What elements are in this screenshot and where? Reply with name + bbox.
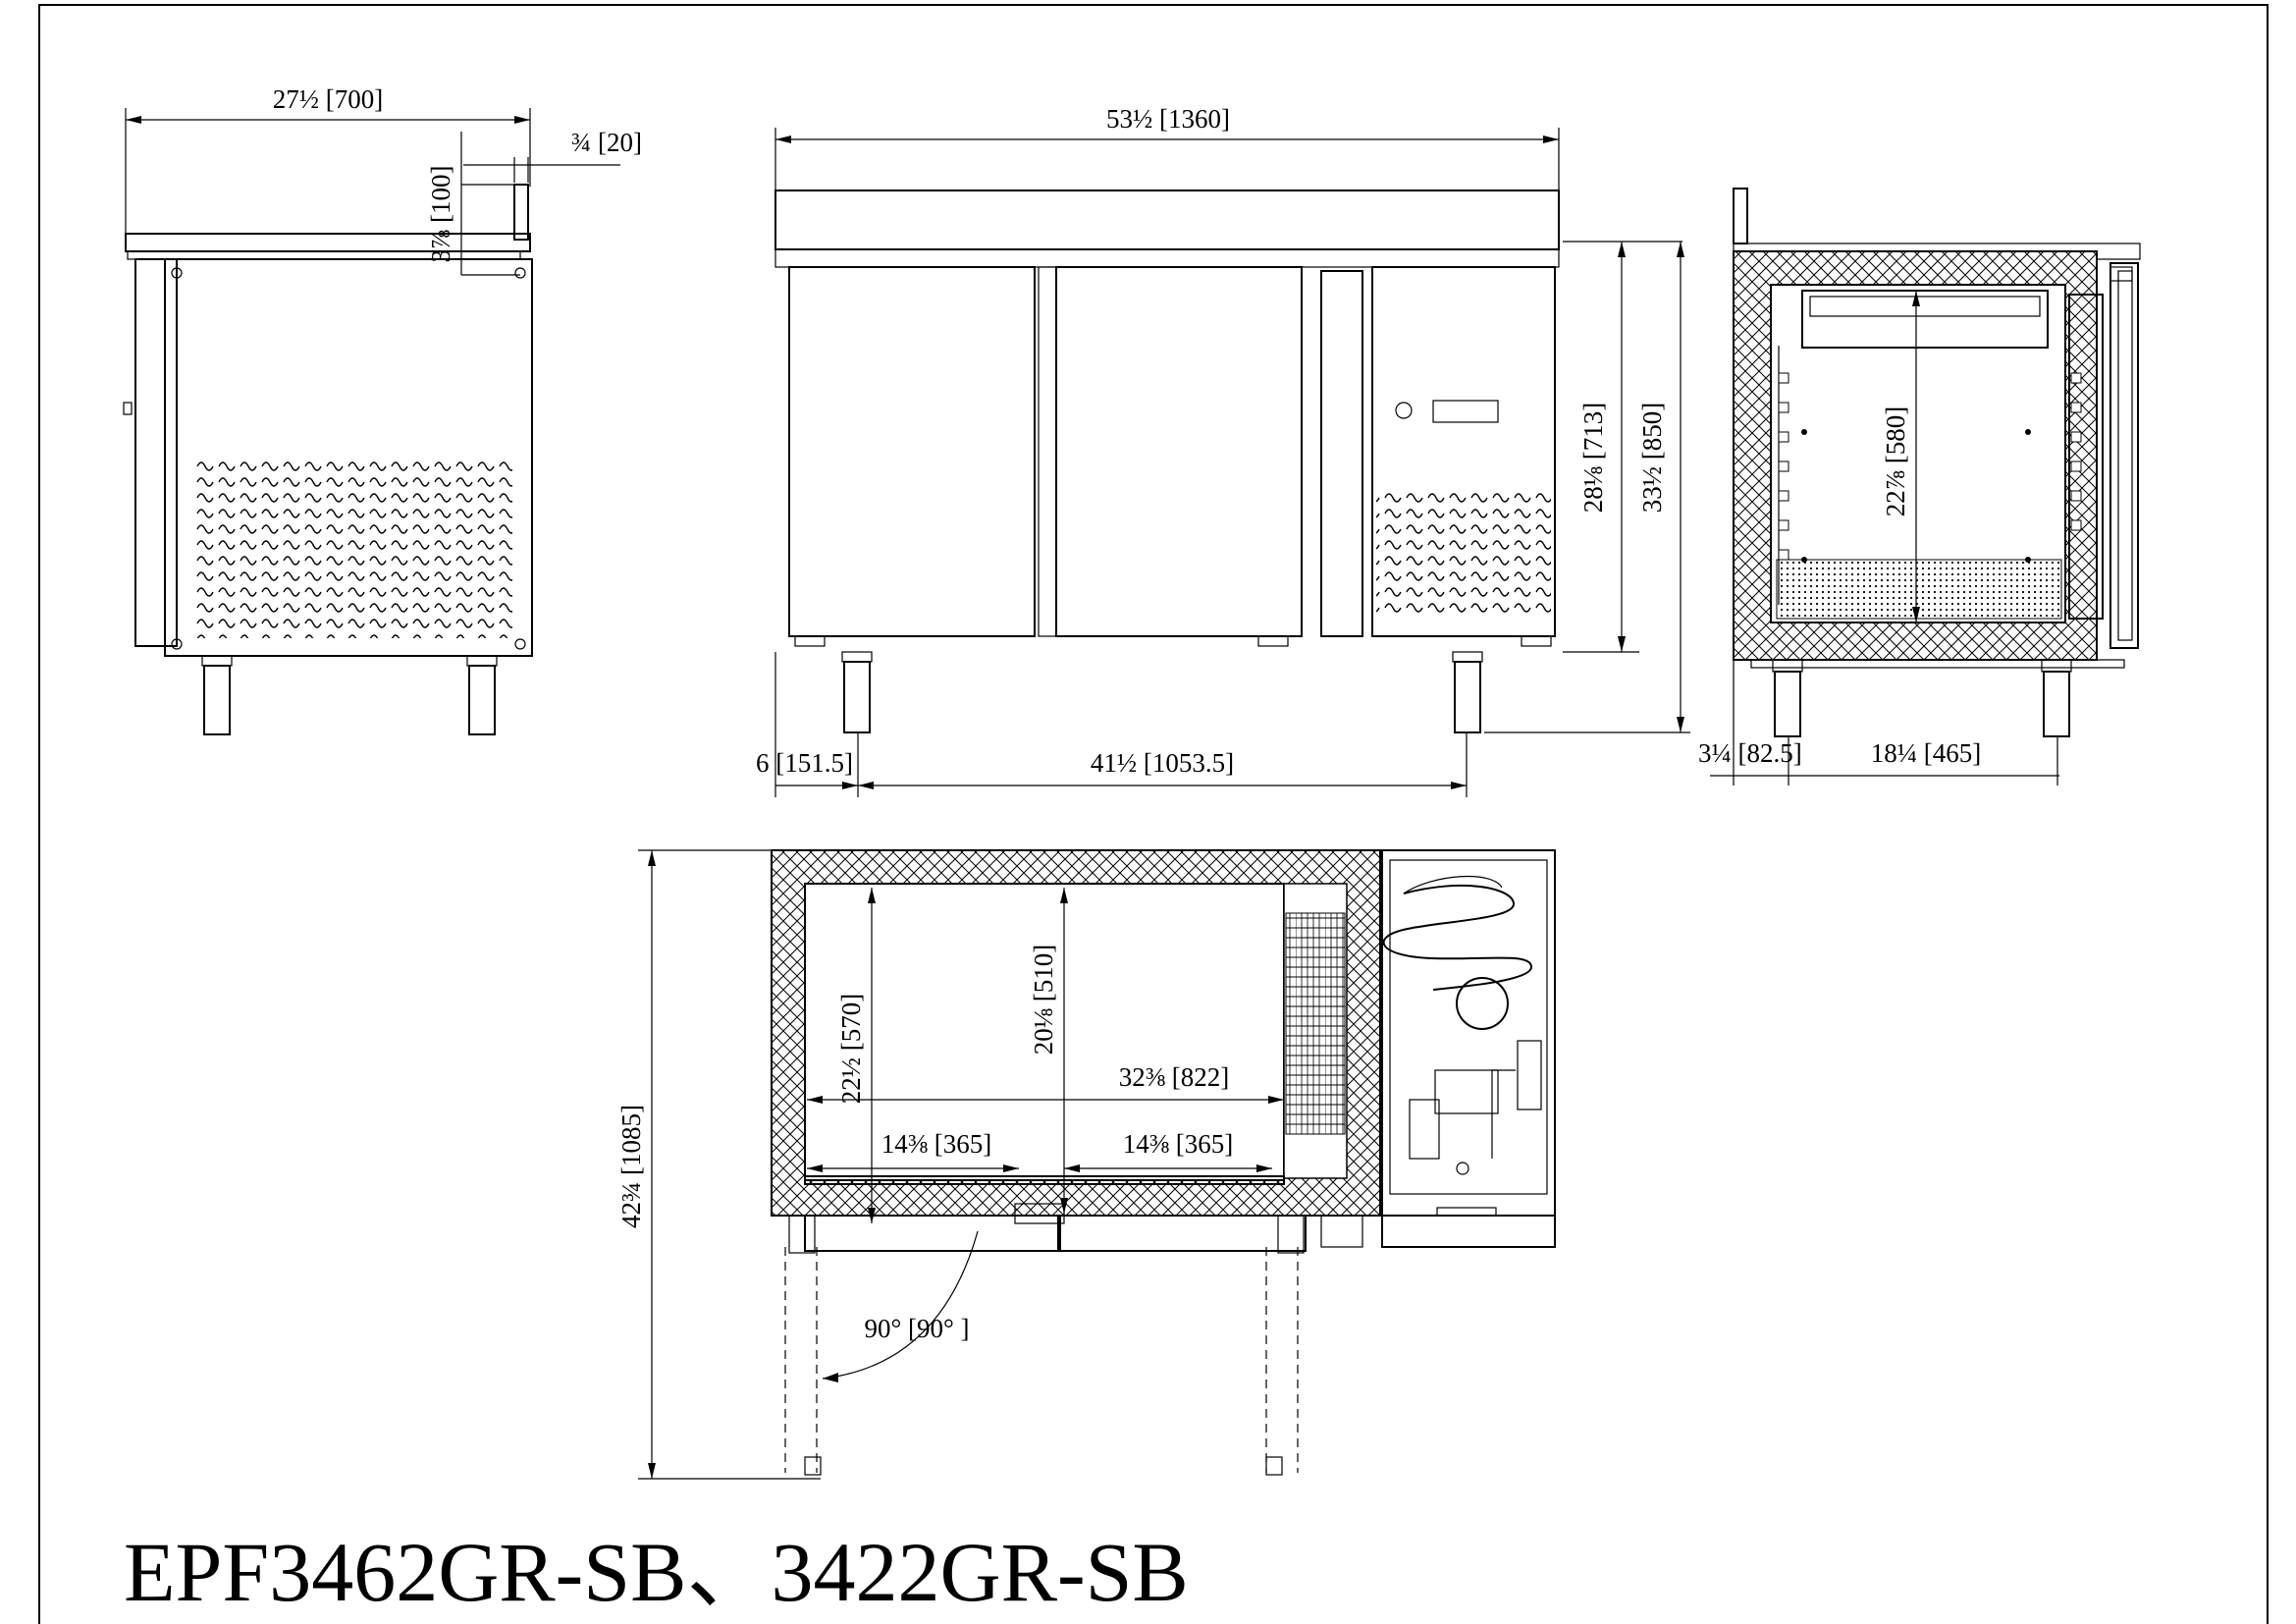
sheet-border (38, 4, 2269, 1624)
model-title: EPF3462GR-SB、3422GR-SB (124, 1525, 1189, 1619)
dim-body-height: 28⅛ [713] (1578, 403, 1608, 513)
plan-dimensions: 42¾ [1085] 22½ [570] 20⅛ [510] 32⅜ [822]… (616, 849, 1284, 1480)
side-width-dimension: 27½ [700] (125, 84, 531, 234)
dim-door-swing: 90° [90° ] (864, 1314, 969, 1343)
dim-leg-span: 41½ [1053.5] (1091, 748, 1234, 778)
section-leg-dimensions: 3¼ [82.5] 18¼ [465] (1698, 660, 2059, 785)
dim-front-width: 53½ [1360] (1106, 104, 1230, 134)
dim-leg-offset: 6 [151.5] (756, 748, 853, 778)
dim-interior-width: 32⅜ [822] (1119, 1062, 1229, 1092)
dim-right-leg-span: 18¼ [465] (1871, 738, 1981, 768)
side-view (123, 184, 533, 735)
dim-door-width-right: 14⅜ [365] (1123, 1129, 1233, 1159)
front-view (774, 189, 1560, 733)
dim-right-leg-inset: 3¼ [82.5] (1698, 738, 1802, 768)
leg-dimensions: 6 [151.5] 41½ [1053.5] (756, 652, 1468, 797)
dim-total-height: 33½ [850] (1637, 403, 1667, 513)
dim-door-width-left: 14⅜ [365] (881, 1129, 991, 1159)
dim-backsplash-height: 3⅞ [100] (426, 166, 455, 263)
dim-backsplash-thickness: ¾ [20] (571, 128, 642, 157)
dim-plan-depth: 42¾ [1085] (616, 1105, 646, 1228)
backsplash-dimension: ¾ [20] (463, 128, 642, 183)
dim-interior-height: 22⅞ [580] (1881, 406, 1910, 516)
plan-view: 90° [90° ] (771, 849, 1556, 1476)
dim-interior-depth-door: 20⅛ [510] (1029, 945, 1058, 1055)
dim-side-width: 27½ [700] (273, 84, 383, 114)
height-dimensions: 28⅛ [713] 33½ [850] (1484, 241, 1690, 733)
section-view: 22⅞ [580] (1733, 188, 2141, 737)
backsplash-height-dimension: 3⅞ [100] (426, 132, 520, 276)
dim-interior-depth: 22½ [570] (836, 994, 866, 1104)
front-width-dimension: 53½ [1360] (774, 104, 1560, 190)
